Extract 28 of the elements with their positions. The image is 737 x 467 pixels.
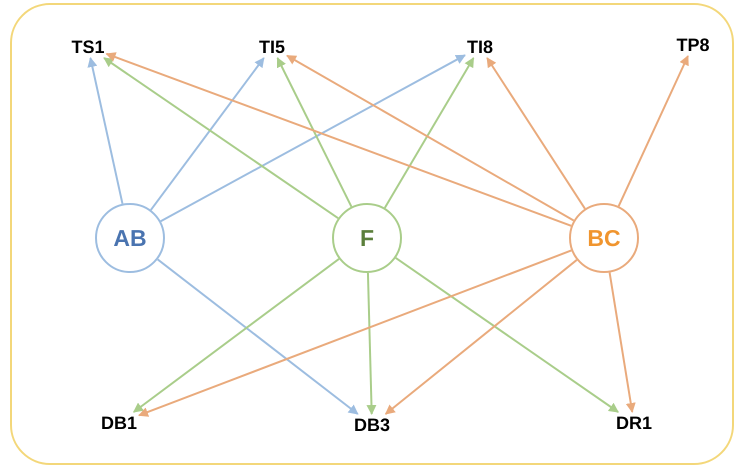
arrow bbox=[486, 57, 586, 210]
arrow bbox=[384, 259, 578, 415]
arrow bbox=[138, 250, 572, 417]
arrow bbox=[132, 258, 340, 413]
arrow bbox=[150, 57, 265, 210]
node-label: DB1 bbox=[101, 414, 137, 432]
group-circle: F bbox=[332, 203, 402, 273]
node-label: DR1 bbox=[616, 414, 652, 432]
arrow bbox=[103, 57, 339, 220]
arrow bbox=[618, 55, 689, 207]
arrow bbox=[286, 54, 574, 222]
arrow bbox=[608, 272, 636, 413]
arrow bbox=[366, 272, 376, 415]
node-label: TP8 bbox=[676, 36, 710, 54]
group-circle: AB bbox=[95, 203, 165, 273]
node-label: TI5 bbox=[259, 38, 285, 56]
arrow bbox=[395, 257, 619, 413]
group-circle: BC bbox=[569, 203, 639, 273]
arrow bbox=[276, 57, 352, 208]
rounded-frame bbox=[10, 3, 734, 465]
node-label: TI8 bbox=[467, 38, 493, 56]
arrow bbox=[157, 258, 359, 415]
node-label: TS1 bbox=[72, 38, 104, 56]
arrow bbox=[106, 52, 572, 227]
arrow bbox=[384, 57, 474, 208]
arrow bbox=[87, 57, 124, 204]
arrow bbox=[160, 54, 466, 222]
node-label: DB3 bbox=[354, 416, 390, 434]
